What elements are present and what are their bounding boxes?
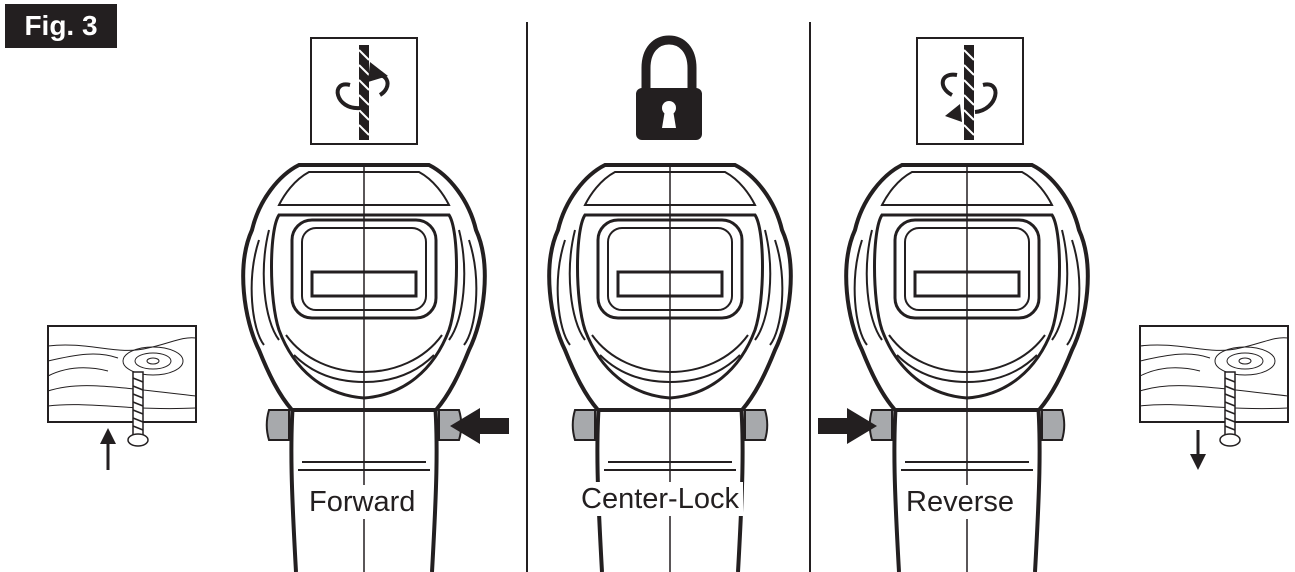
- caption-forward: Forward: [305, 485, 420, 519]
- clockwise-rotation-icon: [310, 37, 418, 145]
- counterclockwise-rotation-icon: [916, 37, 1024, 145]
- figure-label: Fig. 3: [5, 4, 117, 48]
- screw-out-of-wood-icon: [1139, 325, 1289, 470]
- screw-into-wood-icon: [47, 325, 197, 470]
- caption-reverse: Reverse: [902, 485, 1018, 519]
- caption-center-lock: Center-Lock: [577, 482, 743, 516]
- padlock-icon: [636, 35, 702, 140]
- left-pointing-arrow-icon: [450, 408, 509, 444]
- right-pointing-arrow-icon: [818, 408, 877, 444]
